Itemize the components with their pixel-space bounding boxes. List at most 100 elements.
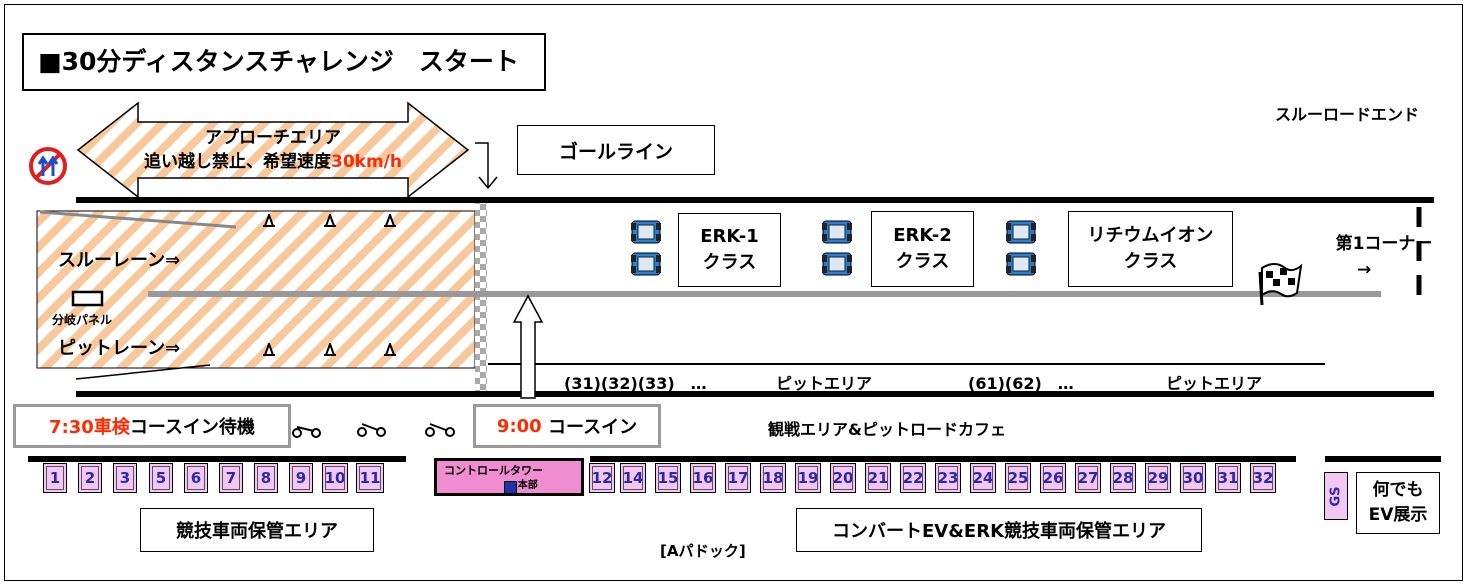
approach-speed: 30km/h (331, 152, 402, 172)
cone-icon (384, 343, 396, 356)
ev-display-line1: 何でも (1372, 480, 1424, 500)
parking-slot: 8 (254, 463, 278, 493)
kart-icon (1006, 220, 1036, 244)
approach-rule: 追い越し禁止、希望速度30km/h (138, 150, 408, 174)
parking-slot: 25 (1005, 463, 1031, 493)
spectator-area-label: 観戦エリア&ピットロードカフェ (768, 420, 1006, 439)
cone-icon (263, 214, 275, 227)
parking-slot: 17 (725, 463, 751, 493)
cone-icon (263, 343, 275, 356)
cone-icon (324, 214, 336, 227)
parking-slot: 3 (113, 463, 137, 493)
paddock-label: [Aパドック] (660, 542, 746, 560)
page-title: ■30分ディスタンスチャレンジ スタート (22, 33, 546, 91)
class-suffix: クラス (702, 252, 757, 273)
pit-area-2: ピットエリア (1166, 374, 1263, 393)
approach-rule-text: 追い越し禁止、希望速度 (144, 152, 331, 172)
control-tower-label: コントロールタワー (444, 464, 543, 477)
parking-slot: 28 (1110, 463, 1136, 493)
first-corner-label: 第1コーナー → (1325, 231, 1443, 283)
goal-line-label: ゴールライン (517, 125, 715, 175)
waiting-karts-icons (292, 423, 455, 438)
cone-icon (324, 343, 336, 356)
parking-slot: 7 (219, 463, 243, 493)
through-road-end-label: スルーロードエンド (1275, 105, 1420, 124)
parking-slot: 16 (690, 463, 716, 493)
parking-slot: 5 (149, 463, 173, 493)
inspection-time: 7:30車検 (49, 417, 130, 438)
ev-display-box: 何でも EV展示 (1356, 472, 1440, 534)
lane-divider (148, 291, 1381, 297)
pit-lane-label: ピットレーン⇒ (58, 338, 181, 359)
approach-arrow (76, 101, 470, 199)
parking-slot: 12 (589, 463, 615, 493)
wait-label: コースイン待機 (129, 417, 255, 438)
parking-slot: 19 (795, 463, 821, 493)
branch-panel-box (71, 290, 104, 307)
right-storage-label: コンバートEV&ERK競技車両保管エリア (796, 508, 1202, 552)
course-in-label: コースイン (541, 417, 638, 438)
paddock-bar-right (590, 456, 1296, 462)
course-in-box: 9:00 コースイン (473, 404, 661, 448)
control-tower: コントロールタワー 2F本部 (434, 458, 584, 496)
kart-icon (631, 252, 661, 276)
hq-label: 2F本部 (504, 480, 538, 491)
parking-slot: 27 (1075, 463, 1101, 493)
parking-slot: 14 (620, 463, 646, 493)
through-lane-label: スルーレーン⇒ (58, 250, 181, 271)
parking-slot: 6 (184, 463, 208, 493)
class-erk2-box: ERK-2 クラス (871, 211, 974, 287)
parking-slot: 24 (970, 463, 996, 493)
kart-icon (822, 220, 852, 244)
course-in-arrow (512, 294, 544, 399)
parking-slot: 11 (356, 463, 384, 493)
parking-slot: 31 (1215, 463, 1241, 493)
class-name: リチウムイオン (1087, 225, 1214, 246)
kart-icon (631, 220, 661, 244)
parking-slot: 10 (322, 463, 348, 493)
pit-group-2: (61)(62) … (968, 374, 1074, 393)
parking-slot: 23 (935, 463, 961, 493)
merge-line-top (39, 210, 237, 229)
class-lithium-box: リチウムイオン クラス (1068, 211, 1233, 287)
parking-slot: 30 (1180, 463, 1206, 493)
course-in-wait-box: 7:30車検コースイン待機 (13, 404, 291, 448)
no-overtaking-icon (29, 147, 67, 185)
merge-line-bottom (75, 364, 211, 380)
branch-panel-label: 分岐パネル (52, 313, 113, 327)
cone-icon (384, 214, 396, 227)
parking-slot: 18 (760, 463, 786, 493)
parking-slot: 32 (1250, 463, 1276, 493)
approach-title: アプローチエリア (205, 128, 341, 148)
pit-area-1: ピットエリア (776, 374, 873, 393)
diagram-frame (4, 4, 1463, 581)
gs-label: GS (1328, 485, 1344, 507)
class-suffix: クラス (1123, 251, 1178, 272)
hq-marker (504, 481, 517, 494)
gas-station: GS (1324, 472, 1348, 520)
parking-slot: 26 (1040, 463, 1066, 493)
class-suffix: クラス (895, 251, 950, 272)
ev-bar (1325, 456, 1441, 462)
parking-slot: 22 (900, 463, 926, 493)
parking-slot: 21 (865, 463, 891, 493)
parking-slot: 9 (289, 463, 313, 493)
track-bottom-boundary (76, 391, 1434, 397)
class-name: ERK-1 (700, 226, 759, 247)
class-name: ERK-2 (893, 225, 952, 246)
left-storage-label: 競技車両保管エリア (140, 508, 374, 552)
parking-slot: 29 (1145, 463, 1171, 493)
goal-line-arrow (475, 142, 498, 190)
course-in-time: 9:00 (496, 415, 542, 437)
pit-group-1: (31)(32)(33) … (564, 374, 707, 393)
class-erk1-box: ERK-1 クラス (678, 213, 781, 287)
first-corner-text: 第1コーナー (1335, 234, 1433, 254)
checkered-flag-icon (1258, 263, 1303, 306)
kart-icon (822, 252, 852, 276)
parking-slot: 1 (43, 463, 67, 493)
parking-slot: 2 (78, 463, 102, 493)
ev-display-line2: EV展示 (1368, 505, 1428, 525)
track-top-boundary (76, 197, 1434, 203)
kart-icon (1006, 252, 1036, 276)
